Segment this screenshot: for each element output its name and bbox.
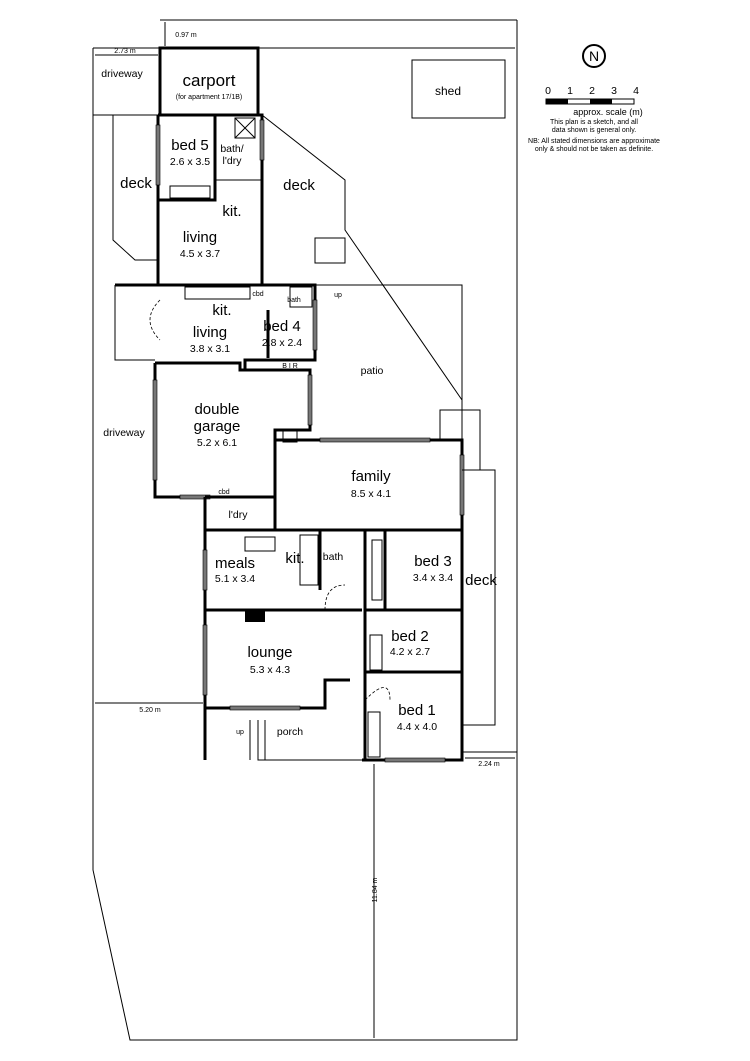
rear-apartment (93, 46, 506, 440)
svg-text:3: 3 (611, 85, 617, 97)
svg-text:heater: heater (248, 618, 263, 624)
svg-text:living: living (193, 324, 227, 341)
dimension-lines (95, 22, 515, 1038)
svg-text:family: family (351, 468, 391, 485)
svg-text:meals: meals (215, 555, 255, 572)
svg-text:3.8 x 3.1: 3.8 x 3.1 (190, 343, 230, 355)
carport-label: carport (183, 71, 236, 90)
measure-driveway-width: 2.73 m (114, 48, 136, 55)
scale-bar (545, 98, 635, 105)
measure-top-gap: 0.97 m (175, 32, 197, 39)
svg-text:l'dry: l'dry (223, 155, 243, 167)
svg-text:4: 4 (633, 85, 639, 97)
svg-text:double: double (194, 401, 239, 418)
svg-text:5.1 x 3.4: 5.1 x 3.4 (215, 573, 255, 585)
shed (411, 59, 506, 119)
main-house (202, 409, 517, 763)
svg-text:shed: shed (435, 84, 461, 98)
svg-text:8.5 x 4.1: 8.5 x 4.1 (351, 488, 391, 500)
svg-text:up: up (236, 729, 244, 736)
svg-text:4.2 x 2.7: 4.2 x 2.7 (390, 646, 430, 658)
svg-text:driveway: driveway (103, 427, 145, 439)
svg-text:bath: bath (287, 297, 301, 304)
svg-text:bath/: bath/ (220, 143, 243, 155)
svg-text:4.5 x 3.7: 4.5 x 3.7 (180, 248, 220, 260)
measure-side-right: 2.24 m (478, 761, 500, 768)
svg-text:3.4 x 3.4: 3.4 x 3.4 (413, 572, 453, 584)
svg-text:1: 1 (567, 85, 573, 97)
measure-front: 11.84 m (372, 877, 379, 902)
svg-text:deck: deck (465, 572, 497, 589)
svg-text:NB: All stated dimensions are: NB: All stated dimensions are approximat… (528, 138, 660, 145)
svg-text:This plan is a sketch, and all: This plan is a sketch, and all (550, 119, 638, 126)
svg-text:kit.: kit. (285, 550, 304, 567)
svg-text:B I R: B I R (282, 363, 298, 370)
svg-text:living: living (183, 229, 217, 246)
svg-text:patio: patio (361, 365, 384, 377)
svg-text:bed 3: bed 3 (414, 553, 452, 570)
svg-text:driveway: driveway (101, 68, 143, 80)
svg-text:bed 4: bed 4 (263, 318, 301, 335)
svg-text:2.8 x 2.4: 2.8 x 2.4 (262, 337, 302, 349)
svg-text:cbd: cbd (218, 489, 229, 496)
svg-text:porch: porch (277, 726, 303, 738)
svg-text:l'dry: l'dry (229, 509, 249, 521)
svg-text:2: 2 (589, 85, 595, 97)
north-arrow-icon (582, 44, 606, 68)
svg-text:bath: bath (323, 551, 344, 563)
svg-text:up: up (334, 292, 342, 299)
garage (152, 361, 313, 500)
svg-text:2.6 x 3.5: 2.6 x 3.5 (170, 156, 210, 168)
svg-text:bed 1: bed 1 (398, 702, 436, 719)
svg-text:N: N (589, 48, 599, 64)
svg-text:bed 5: bed 5 (171, 137, 209, 154)
svg-text:bed 2: bed 2 (391, 628, 429, 645)
svg-text:5.2 x 6.1: 5.2 x 6.1 (197, 437, 237, 449)
svg-text:5.3 x 4.3: 5.3 x 4.3 (250, 664, 290, 676)
svg-text:only & should not be taken as: only & should not be taken as definite. (535, 146, 653, 153)
svg-text:cbd: cbd (252, 291, 263, 298)
svg-text:4.4 x 4.0: 4.4 x 4.0 (397, 721, 437, 733)
svg-text:deck: deck (120, 175, 152, 192)
svg-text:kit.: kit. (222, 203, 241, 220)
svg-text:deck: deck (283, 177, 315, 194)
bir-bed3 (371, 539, 383, 601)
svg-text:data shown is general only.: data shown is general only. (552, 127, 636, 134)
svg-text:lounge: lounge (247, 644, 292, 661)
legend: N 0 1 2 3 4 approx. scale (m) This plan … (528, 44, 660, 153)
svg-text:approx. scale (m): approx. scale (m) (573, 107, 643, 117)
measure-front-left: 5.20 m (139, 707, 161, 714)
svg-text:kit.: kit. (212, 302, 231, 319)
svg-text:0: 0 (545, 85, 551, 97)
svg-text:(for apartment 17/1B): (for apartment 17/1B) (176, 94, 243, 101)
room-labels: carport (for apartment 17/1B) driveway s… (101, 68, 497, 738)
steps-top (314, 237, 346, 264)
bir-bed2 (369, 634, 383, 671)
bir-bed1 (367, 711, 381, 758)
heater-unit (245, 610, 265, 622)
svg-text:garage: garage (194, 418, 241, 435)
